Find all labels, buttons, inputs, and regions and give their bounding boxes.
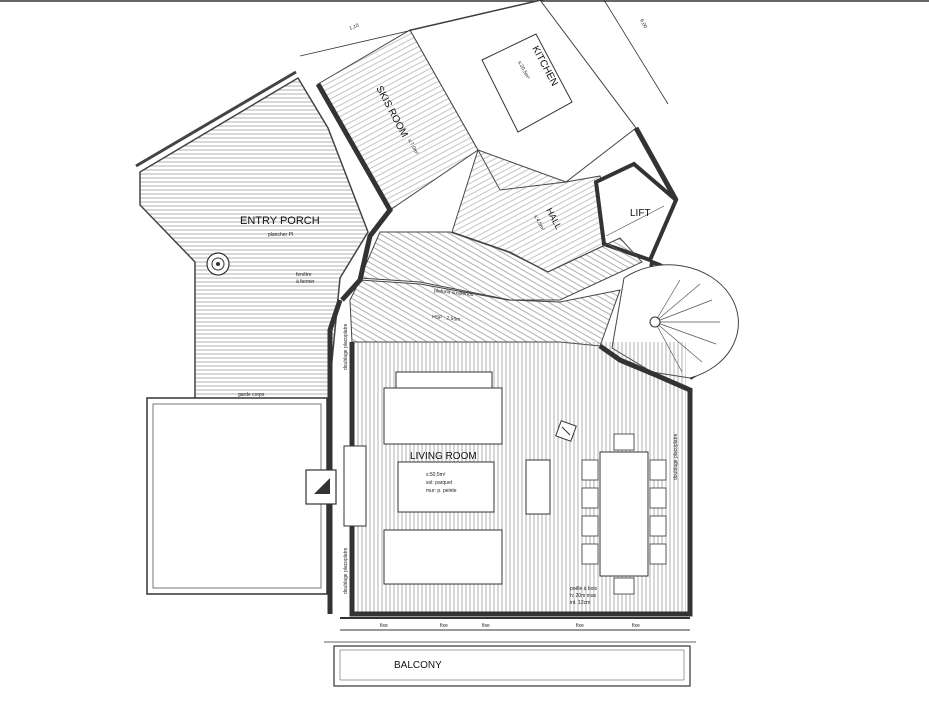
dining-chairs: [581, 433, 667, 595]
label-plafond: plafond suspendu: [434, 288, 474, 298]
label-balcony: BALCONY: [394, 660, 442, 671]
living-room-wall: [349, 342, 693, 617]
ceiling-zone: [349, 279, 621, 347]
fireplace-icon: [314, 478, 330, 494]
table-bottom: [383, 529, 503, 585]
label-fixe-1: fixe: [380, 623, 388, 629]
lift-cross-1: [605, 205, 665, 237]
label-guardrail: garde corps: [238, 392, 265, 398]
label-window-close-1: fenêtre: [296, 272, 312, 278]
dim-top: [299, 0, 545, 57]
lift-shaft: [593, 161, 679, 263]
label-porch-floor: plancher Pl: [268, 232, 293, 238]
label-fixe-2: fixe: [440, 623, 448, 629]
corridor-floor: [359, 231, 643, 301]
porch-column-icon: [206, 252, 230, 276]
label-doublage-3: doublage placoplatre: [673, 433, 679, 480]
label-living-wall: mur: p. peinte: [426, 488, 457, 494]
label-fixe-4: fixe: [576, 623, 584, 629]
label-doublage-1: doublage placoplatre: [343, 323, 349, 370]
skis-outer-wall: [315, 82, 393, 302]
stove-icon: [555, 420, 577, 442]
label-living-area: s:50,5m²: [426, 472, 446, 478]
label-stove-2: h: 20m max: [570, 593, 597, 599]
porch-railing: [135, 70, 297, 168]
label-lift: LIFT: [630, 208, 651, 219]
balcony-floor: [333, 645, 691, 687]
coffee-table: [397, 461, 495, 513]
fireplace-hearth: [343, 445, 367, 527]
label-stove-3: int. 12cm: [570, 600, 590, 606]
label-dim-2: 1,10: [349, 23, 360, 32]
label-entry-porch: ENTRY PORCH: [240, 215, 320, 227]
label-hsp: HSP : 2,55m: [432, 314, 461, 323]
sofa-top: [395, 371, 493, 391]
label-living-floor: sol: parquet: [426, 480, 453, 486]
label-window-close-2: à fermer: [296, 279, 315, 285]
side-console: [525, 459, 551, 515]
dining-table: [599, 451, 649, 577]
dim-right: [603, 0, 669, 105]
table-top: [383, 387, 503, 445]
entry-porch-deck: [139, 76, 369, 403]
label-doublage-2: doublage placoplatre: [343, 547, 349, 594]
label-dim-1: 6,00: [638, 18, 648, 30]
balcony-inner: [339, 649, 685, 681]
label-fixe-3: fixe: [482, 623, 490, 629]
label-living-room: LIVING ROOM: [410, 451, 477, 462]
label-stove-1: poêle à bois: [570, 586, 597, 592]
label-fixe-5: fixe: [632, 623, 640, 629]
kitchen-outer-wall: [633, 126, 679, 202]
kitchen-island: [481, 33, 573, 133]
lower-terrace: [146, 397, 328, 595]
west-wall: [327, 299, 343, 614]
